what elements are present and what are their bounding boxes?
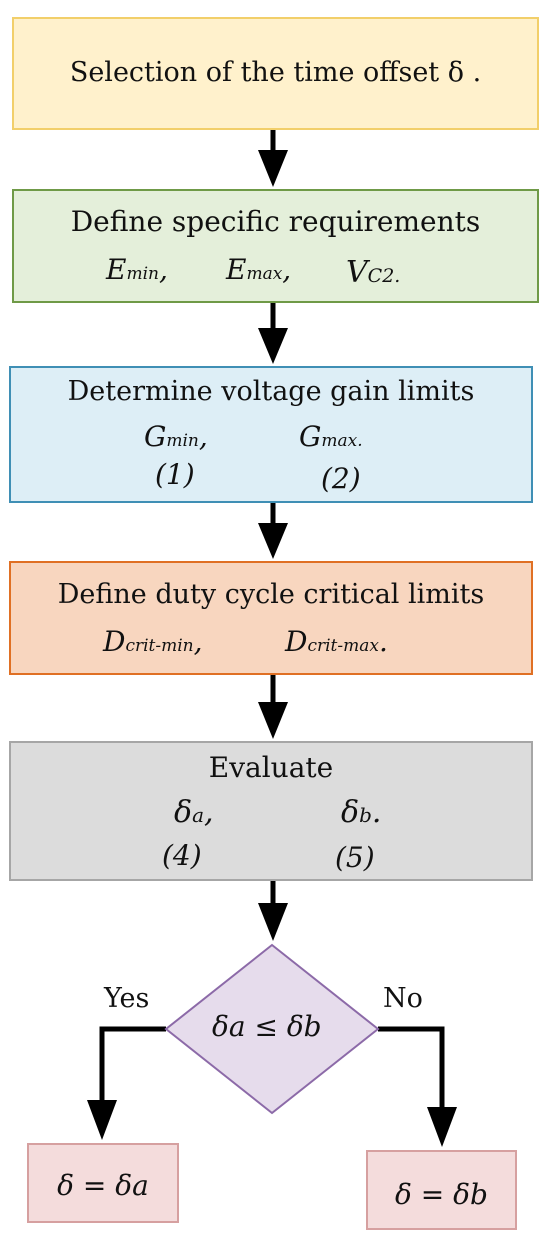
ref-eq-5: (5) <box>335 841 375 874</box>
step-evaluate-box: Evaluate δa, δb. (4) (5) <box>9 741 533 881</box>
step-gain-limits-text: Determine voltage gain limits <box>67 376 475 407</box>
step-duty-cycle-box: Define duty cycle critical limits Dcrit-… <box>9 561 533 675</box>
step-requirements-box: Define specific requirements Emin, Emax,… <box>12 189 539 303</box>
var-vc2: VC2. <box>346 255 401 290</box>
var-delta-a: δa, <box>174 795 214 830</box>
yes-label: Yes <box>104 983 150 1014</box>
var-e-max: Emax, <box>226 253 292 286</box>
var-g-max: Gmax. <box>299 420 363 453</box>
var-g-min: Gmin, <box>144 420 208 453</box>
var-e-min: Emin, <box>106 253 168 286</box>
var-d-crit-min: Dcrit-min, <box>103 625 203 658</box>
arrowhead-5-decision <box>258 903 288 941</box>
decision-condition: δa ≤ δb <box>212 1010 322 1043</box>
step-requirements-text: Define specific requirements <box>70 205 481 238</box>
step-evaluate-text: Evaluate <box>208 751 334 784</box>
decision-diamond <box>164 943 380 1115</box>
arrowhead-2-3 <box>258 328 288 364</box>
result-delta-b-box: δ = δb <box>366 1150 517 1230</box>
step-selection-text: Selection of the time offset δ . <box>69 57 482 88</box>
arrowhead-4-5 <box>258 702 288 739</box>
step-duty-cycle-text: Define duty cycle critical limits <box>57 579 485 610</box>
step-gain-limits-box: Determine voltage gain limits Gmin, Gmax… <box>9 366 533 503</box>
result-delta-a-box: δ = δa <box>27 1143 179 1223</box>
arrowhead-3-4 <box>258 523 288 559</box>
ref-eq-2: (2) <box>321 462 361 495</box>
result-delta-a-text: δ = δa <box>57 1169 149 1202</box>
ref-eq-4: (4) <box>162 839 202 872</box>
ref-eq-1: (1) <box>155 458 195 491</box>
no-branch-arrowhead <box>427 1107 457 1147</box>
arrowhead-1-2 <box>258 150 288 187</box>
var-d-crit-max: Dcrit-max. <box>285 625 388 658</box>
yes-branch-line <box>99 1026 166 1105</box>
no-branch-line <box>378 1026 445 1112</box>
var-delta-b: δb. <box>341 795 382 830</box>
result-delta-b-text: δ = δb <box>395 1178 488 1211</box>
yes-branch-arrowhead <box>87 1100 117 1140</box>
step-selection-box: Selection of the time offset δ . <box>12 17 539 130</box>
no-label: No <box>383 983 423 1014</box>
